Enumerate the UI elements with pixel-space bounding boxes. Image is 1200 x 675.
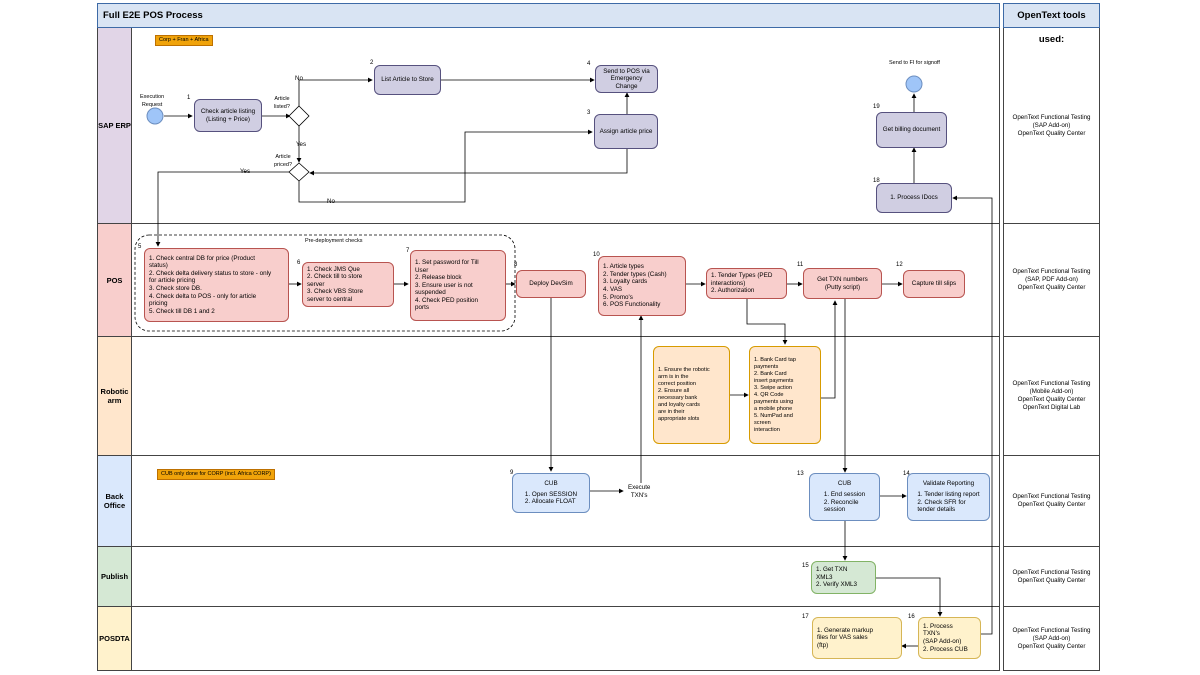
lane-sap-erp: SAP ERP — [97, 28, 1000, 224]
step-number: 7 — [406, 248, 410, 254]
step-number: 17 — [802, 614, 809, 620]
cub-title: CUB — [837, 480, 852, 488]
step-validate-reporting: Validate Reporting 1. Tender listing rep… — [907, 473, 990, 521]
diagram-title: Full E2E POS Process — [97, 3, 1000, 28]
tools-sap-erp: OpenText Functional Testing (SAP Add-on)… — [1003, 28, 1100, 224]
tools-robotic-arm: OpenText Functional Testing (Mobile Add-… — [1003, 337, 1100, 456]
step-tender-types-ped: 1. Tender Types (PED interactions) 2. Au… — [706, 268, 787, 299]
tools-title: OpenText tools used: — [1003, 3, 1100, 45]
lane-label-sap-erp: SAP ERP — [98, 28, 132, 223]
step-capture-till-slips: Capture till slips — [903, 270, 965, 298]
execute-txns-label: Execute TXN's — [628, 484, 651, 499]
no-label-1: No — [295, 75, 303, 82]
article-priced-label: Article priced? — [274, 154, 293, 168]
step-robot-payments: 1. Bank Card tap payments 2. Bank Card i… — [749, 346, 821, 444]
step-process-idocs: 1. Process IDocs — [876, 183, 952, 213]
decision-article-listed — [288, 105, 310, 127]
step-number: 13 — [797, 471, 804, 477]
predeploy-label: Pre-deployment checks — [305, 238, 363, 244]
lane-label-pos: POS — [98, 224, 132, 336]
yes-label-1: Yes — [296, 141, 307, 148]
step-cub-end-session: CUB 1. End session 2. Reconcile session — [809, 473, 880, 521]
cub-scope-tag: CUB only done for CORP (incl. Africa COR… — [157, 469, 275, 480]
step-number: 15 — [802, 563, 809, 569]
step-number: 18 — [873, 178, 880, 184]
lane-label-publish: Publish — [98, 547, 132, 606]
step-generate-markup-files: 1. Generate markup files for VAS sales (… — [812, 617, 902, 659]
no-label-2: No — [327, 198, 335, 205]
lane-label-robotic-arm: Robotic arm — [98, 337, 132, 455]
validate-items: 1. Tender listing report 2. Check SFR fo… — [917, 490, 980, 514]
step-central-db-checks: 1. Check central DB for price (Product s… — [144, 248, 289, 322]
step-number: 11 — [797, 262, 804, 268]
article-listed-label: Article listed? — [274, 96, 290, 110]
step-deploy-devsim: Deploy DevSim — [516, 270, 586, 298]
send-to-fi-label: Send to FI for signoff — [889, 60, 940, 66]
lane-robotic-arm: Robotic arm — [97, 337, 1000, 456]
scope-tag: Corp + Fran + Africa — [155, 35, 213, 46]
lane-label-posdta: POSDTA — [98, 607, 132, 670]
lane-pos: POS — [97, 224, 1000, 337]
step-number: 16 — [908, 614, 915, 620]
step-number: 12 — [896, 262, 903, 268]
step-number: 5 — [138, 244, 142, 250]
end-event — [905, 75, 923, 93]
step-check-article-listing: Check article listing (Listing + Price) — [194, 99, 262, 132]
step-till-user-setup: 1. Set password for Till User 2. Release… — [410, 250, 506, 321]
tools-back-office: OpenText Functional Testing OpenText Qua… — [1003, 456, 1100, 547]
lane-publish: Publish — [97, 547, 1000, 607]
step-cub-open-session: CUB 1. Open SESSION 2. Allocate FLOAT — [512, 473, 590, 513]
step-number: 9 — [510, 470, 514, 476]
step-jms-checks: 1. Check JMS Que 2. Check till to store … — [302, 262, 394, 307]
step-number: 4 — [587, 61, 591, 67]
start-event — [146, 107, 164, 125]
lane-back-office: Back Office — [97, 456, 1000, 547]
step-number: 19 — [873, 104, 880, 110]
tools-posdta: OpenText Functional Testing (SAP Add-on)… — [1003, 607, 1100, 671]
step-list-article-to-store: List Article to Store — [374, 65, 441, 95]
cub-items: 1. Open SESSION 2. Allocate FLOAT — [524, 490, 578, 506]
yes-label-2: Yes — [240, 168, 251, 175]
step-number: 8 — [514, 262, 518, 268]
tools-pos: OpenText Functional Testing (SAP, PDF Ad… — [1003, 224, 1100, 337]
step-number: 3 — [587, 110, 591, 116]
execution-request-label: Execution Request — [140, 94, 165, 108]
cub-items: 1. End session 2. Reconcile session — [823, 490, 866, 514]
step-assign-article-price: Assign article price — [594, 114, 658, 149]
step-get-billing-document: Get billing document — [876, 112, 947, 148]
decision-article-priced — [288, 162, 310, 182]
step-send-to-pos: Send to POS via Emergency Change — [595, 65, 658, 93]
step-number: 14 — [903, 471, 910, 477]
step-number: 6 — [297, 260, 301, 266]
tools-publish: OpenText Functional Testing OpenText Qua… — [1003, 547, 1100, 607]
cub-title: CUB — [544, 480, 558, 488]
validate-title: Validate Reporting — [922, 480, 975, 488]
step-article-types: 1. Article types 2. Tender types (Cash) … — [598, 256, 686, 316]
lane-label-back-office: Back Office — [98, 456, 132, 546]
lane-posdta: POSDTA — [97, 607, 1000, 671]
step-process-txns: 1. Process TXN's (SAP Add-on) 2. Process… — [918, 617, 981, 659]
step-number: 1 — [187, 95, 191, 101]
step-get-txn-xml3: 1. Get TXN XML3 2. Verify XML3 — [811, 561, 876, 594]
step-number: 2 — [370, 60, 374, 66]
step-robot-preparation: 1. Ensure the robotic arm is in the corr… — [653, 346, 730, 444]
step-get-txn-numbers: Get TXN numbers (Putty script) — [803, 268, 882, 299]
step-number: 10 — [593, 252, 600, 258]
